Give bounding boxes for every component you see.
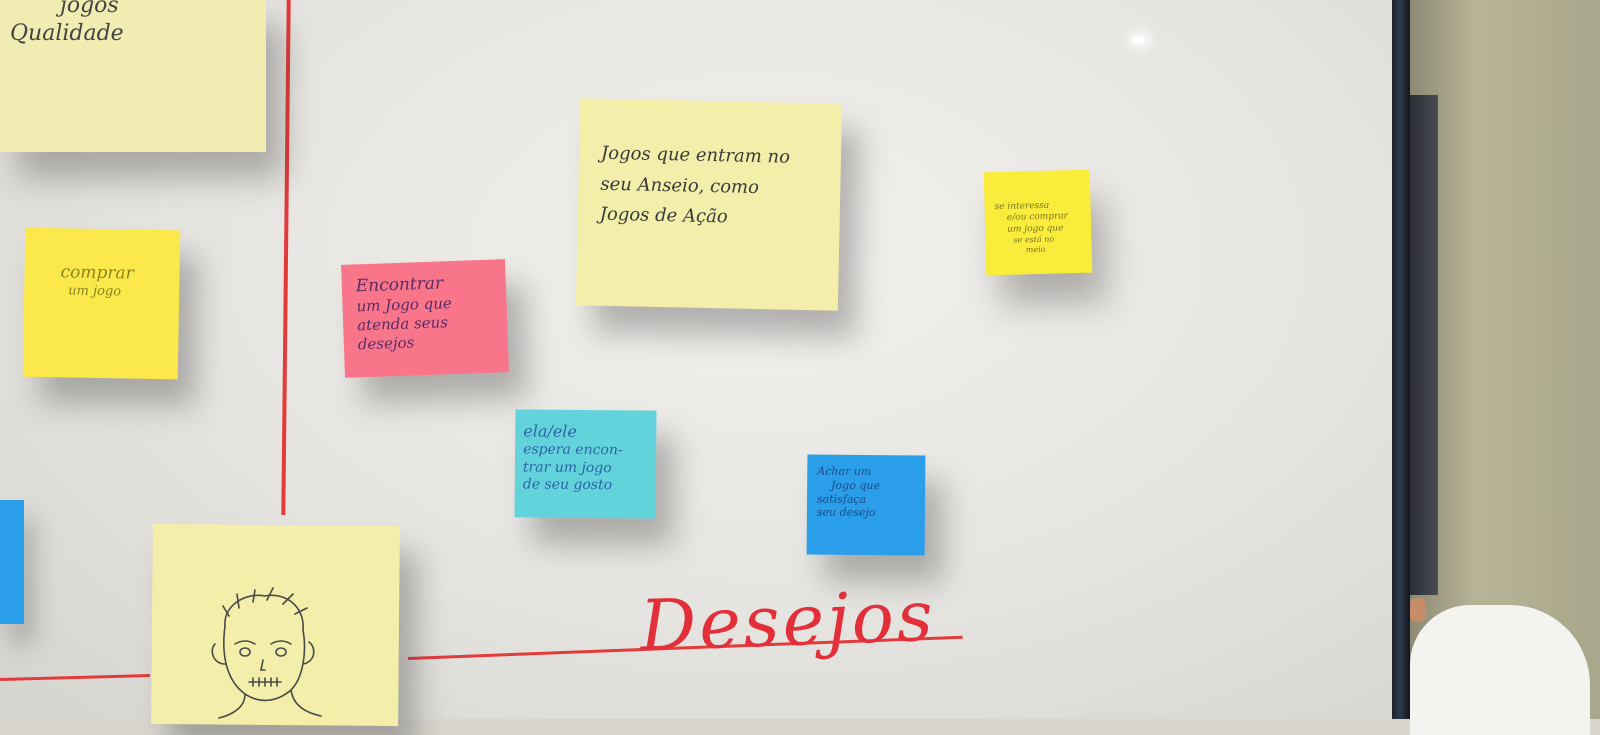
sticky-note-encontrar: Encontrar um Jogo que atenda seus desejo… <box>341 259 509 378</box>
desejos-heading: Desejos <box>638 574 938 668</box>
person-shirt <box>1410 605 1590 735</box>
person-arm <box>1410 598 1426 622</box>
sticky-note-achar: Achar um Jogo que satisfaça seu desejo <box>806 454 926 556</box>
note-line: Jogo que <box>831 478 881 492</box>
note-line: de seu gosto <box>522 476 613 494</box>
note-line: seu desejo <box>816 505 876 520</box>
note-line: trar um jogo <box>522 458 612 476</box>
note-line: ela/ele <box>523 421 577 441</box>
note-line: satisfaça <box>816 492 867 506</box>
sticky-note-small-yellow: se interessa e/ou comprar um jogo que se… <box>983 169 1093 276</box>
note-line: Jogos de Ação <box>599 203 728 228</box>
note-line: meio <box>1025 244 1046 255</box>
note-line: comprar <box>60 262 134 284</box>
sticky-note-comprar: comprar um jogo <box>22 227 181 380</box>
note-line: seu Anseio, como <box>600 173 760 198</box>
sticky-note-jogos-acao: Jogos que entram no seu Anseio, como Jog… <box>575 98 843 311</box>
note-line: Jogos que entram no <box>600 142 791 168</box>
note-line: desejos <box>357 333 415 354</box>
note-line: Qualidade <box>10 20 124 46</box>
whiteboard-frame <box>1392 0 1410 719</box>
light-glare <box>1133 36 1145 44</box>
background-wall <box>1410 0 1600 719</box>
sticky-note-ela-ele: ela/ele espera encon- trar um jogo de se… <box>514 409 657 519</box>
sticky-note-blue-partial <box>0 500 24 624</box>
note-line: Achar um <box>817 464 872 479</box>
doorway <box>1410 95 1438 595</box>
face-sketch <box>211 587 322 719</box>
note-line: um jogo <box>68 283 122 300</box>
note-line: espera encon- <box>523 441 623 459</box>
sticky-note-qualidade: jogos Qualidade <box>0 0 266 152</box>
note-line: jogos <box>60 0 119 18</box>
